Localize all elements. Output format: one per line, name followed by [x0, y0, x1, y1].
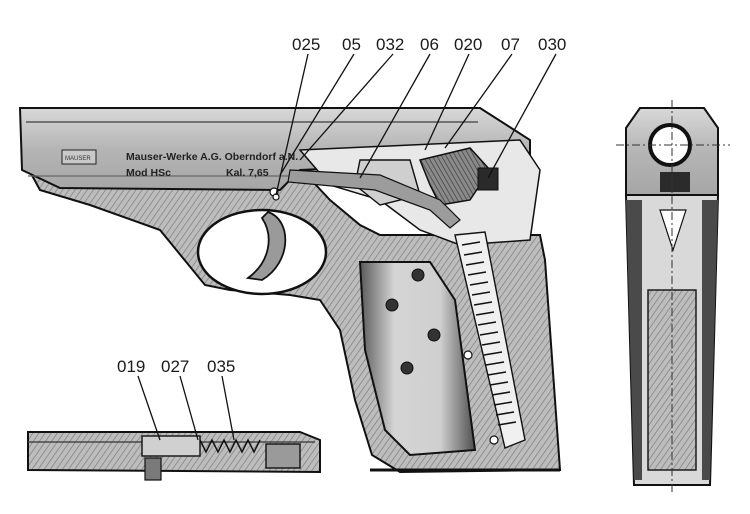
- rear-hammer-spur: [659, 209, 687, 252]
- callout-06: 06: [420, 35, 439, 54]
- leader-lines-detail: [137, 375, 235, 441]
- mauser-logo-text: MAUSER: [65, 156, 91, 162]
- trigger-bar: [287, 169, 461, 229]
- rear-grip-right: [702, 200, 718, 480]
- detail-firing-pin: [141, 435, 201, 457]
- callout-032: 032: [376, 35, 404, 54]
- mauser-logo-box: [61, 149, 97, 165]
- callout-019: 019: [117, 357, 145, 376]
- callouts-detail: 019 027 035: [117, 357, 235, 376]
- rear-mechanism-block: [660, 172, 690, 192]
- callout-020: 020: [454, 35, 482, 54]
- pistol-rear-view: [616, 100, 730, 495]
- grip-screw-3: [427, 328, 441, 342]
- grip-screw-2: [385, 298, 399, 312]
- callouts-main: 025 05 032 06 020 07 030: [292, 35, 566, 54]
- callout-07: 07: [501, 35, 520, 54]
- frame-pin-2: [489, 435, 499, 445]
- mainspring-channel: [454, 231, 526, 449]
- slide-marking-model: Mod HSc: [126, 167, 171, 179]
- pistol-side-view: MAUSER Mauser-Werke A.G. Oberndorf a.N. …: [18, 107, 562, 474]
- firing-pin-block: [477, 167, 499, 191]
- rear-grip-left: [626, 200, 642, 480]
- slide-detail-view: [27, 431, 321, 481]
- callout-05: 05: [342, 35, 361, 54]
- trigger: [245, 210, 287, 281]
- hammer: [418, 147, 491, 206]
- callout-030: 030: [538, 35, 566, 54]
- detail-spring: [199, 438, 261, 454]
- grip-screw-4: [400, 361, 414, 375]
- trigger-guard-opening: [196, 208, 328, 296]
- callout-027: 027: [161, 357, 189, 376]
- callout-025: 025: [292, 35, 320, 54]
- frame-pin-1: [463, 350, 473, 360]
- detail-latch: [144, 457, 162, 481]
- mainspring-coil: [461, 241, 517, 426]
- slide-marking-caliber: Kal. 7,65: [226, 167, 269, 179]
- callout-035: 035: [207, 357, 235, 376]
- detail-retainer: [265, 443, 301, 469]
- leader-lines-main: [275, 53, 557, 196]
- grip-screw-1: [411, 268, 425, 282]
- slide-marking-line1: Mauser-Werke A.G. Oberndorf a.N.: [126, 151, 298, 163]
